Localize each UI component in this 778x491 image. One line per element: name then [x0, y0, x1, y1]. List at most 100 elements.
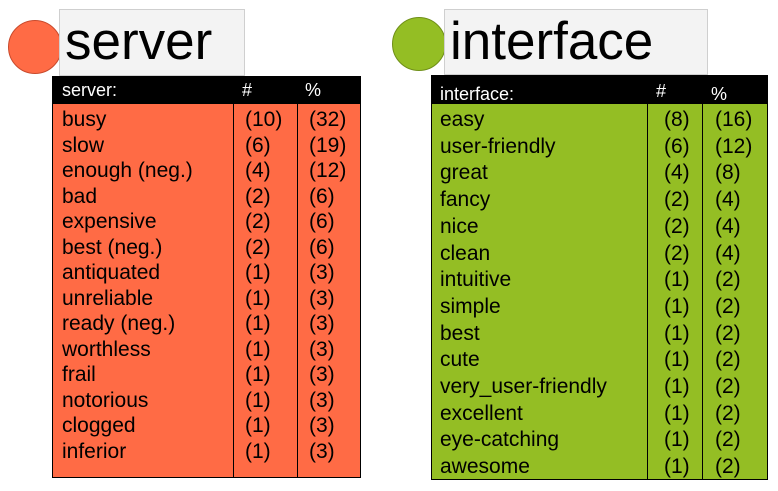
- interface-row-count: (2): [664, 241, 690, 265]
- interface-row-word: fancy: [440, 188, 491, 212]
- server-row-percent: (3): [309, 439, 335, 463]
- server-row-word: slow: [62, 133, 105, 157]
- server-row-count: (1): [245, 388, 271, 412]
- server-row-percent: (3): [309, 388, 335, 412]
- server-row-word: inferior: [62, 439, 127, 463]
- server-row-word: busy: [62, 108, 107, 131]
- interface-row-word: eye-catching: [440, 428, 560, 452]
- server-row-percent: (6): [309, 184, 335, 208]
- server-row-count: (1): [245, 363, 271, 386]
- interface-header-label: interface:: [440, 84, 515, 104]
- server-column-divider: [297, 77, 298, 477]
- server-row-word: ready (neg.): [62, 312, 176, 335]
- server-row-count: (1): [245, 337, 271, 361]
- server-row-word: frail: [62, 363, 96, 386]
- server-row-count: (2): [245, 210, 271, 233]
- interface-table: interface: # % easy (8) (16) user-friendly (…: [431, 75, 768, 480]
- interface-row-count: (1): [664, 321, 690, 345]
- server-row-count: (1): [245, 414, 271, 437]
- server-row-count: (1): [245, 312, 271, 335]
- interface-title: interface: [444, 9, 708, 75]
- server-row-word: notorious: [62, 388, 149, 412]
- server-row-count: (1): [245, 439, 271, 463]
- interface-row-count: (4): [664, 161, 690, 185]
- interface-row-word: user-friendly: [440, 134, 556, 158]
- server-row-percent: (3): [309, 363, 335, 386]
- interface-row-percent: (2): [715, 294, 741, 318]
- interface-row-word: best: [440, 321, 480, 345]
- server-row-word: worthless: [62, 337, 151, 361]
- server-color-dot: [8, 20, 62, 74]
- interface-row-word: intuitive: [440, 268, 512, 292]
- interface-row-percent: (4): [715, 241, 741, 265]
- interface-color-dot: [392, 17, 446, 71]
- interface-row-percent: (8): [715, 161, 741, 185]
- interface-row-word: very_user-friendly: [440, 375, 607, 398]
- interface-row-percent: (4): [715, 214, 741, 238]
- server-title-text: server: [65, 12, 213, 71]
- server-row-count: (2): [245, 235, 271, 259]
- server-row-percent: (19): [309, 133, 347, 157]
- server-row-word: unreliable: [62, 286, 154, 310]
- interface-row-count: (2): [664, 214, 690, 238]
- server-row-percent: (3): [309, 286, 335, 310]
- interface-row-percent: (2): [715, 401, 741, 425]
- server-row-percent: (6): [309, 235, 335, 259]
- interface-row-count: (8): [664, 108, 690, 131]
- server-column-divider: [233, 77, 234, 477]
- interface-row-percent: (2): [715, 455, 741, 479]
- interface-header-count: #: [656, 81, 667, 101]
- interface-row-percent: (2): [715, 428, 741, 452]
- server-row-percent: (32): [309, 108, 347, 131]
- interface-row-word: great: [440, 161, 488, 185]
- interface-row-word: nice: [440, 214, 479, 238]
- interface-row-count: (2): [664, 188, 690, 212]
- interface-row-count: (1): [664, 401, 690, 425]
- server-row-word: bad: [62, 184, 98, 208]
- interface-row-count: (1): [664, 348, 690, 372]
- interface-row-count: (1): [664, 294, 690, 318]
- server-row-word: antiquated: [62, 261, 161, 284]
- interface-row-percent: (2): [715, 348, 741, 372]
- interface-row-count: (1): [664, 268, 690, 292]
- server-row-count: (1): [245, 286, 271, 310]
- interface-column-divider: [702, 76, 703, 479]
- server-row-word: enough (neg.): [62, 159, 193, 182]
- server-table-header: server: # %: [53, 77, 360, 104]
- server-row-percent: (6): [309, 210, 335, 233]
- interface-row-percent: (2): [715, 321, 741, 345]
- interface-row-percent: (12): [715, 134, 753, 158]
- server-row-percent: (12): [309, 159, 347, 182]
- server-header-label: server:: [62, 80, 118, 100]
- interface-row-count: (6): [664, 134, 690, 158]
- server-header-percent: %: [305, 80, 322, 100]
- interface-row-percent: (4): [715, 188, 741, 212]
- interface-row-word: cute: [440, 348, 480, 372]
- server-row-percent: (3): [309, 414, 335, 437]
- server-row-word: best (neg.): [62, 235, 163, 259]
- interface-row-percent: (2): [715, 268, 741, 292]
- server-row-word: expensive: [62, 210, 157, 233]
- interface-row-word: easy: [440, 108, 485, 131]
- server-row-percent: (3): [309, 312, 335, 335]
- interface-row-word: clean: [440, 241, 491, 265]
- server-table: server: # % busy (10) (32) slow (6) (19) enoug…: [52, 76, 361, 478]
- interface-column-divider: [647, 76, 648, 479]
- interface-row-percent: (16): [715, 108, 753, 131]
- server-header-count: #: [242, 80, 253, 100]
- interface-header-percent: %: [711, 84, 728, 104]
- interface-row-percent: (2): [715, 375, 741, 398]
- interface-row-word: awesome: [440, 455, 530, 479]
- interface-row-count: (1): [664, 428, 690, 452]
- interface-row-count: (1): [664, 375, 690, 398]
- server-row-count: (2): [245, 184, 271, 208]
- server-row-count: (1): [245, 261, 271, 284]
- server-row-count: (10): [245, 108, 283, 131]
- interface-title-text: interface: [450, 12, 654, 71]
- server-row-count: (6): [245, 133, 271, 157]
- server-title: server: [59, 9, 245, 76]
- interface-row-word: excellent: [440, 401, 523, 425]
- server-row-percent: (3): [309, 337, 335, 361]
- server-row-percent: (3): [309, 261, 335, 284]
- server-row-count: (4): [245, 159, 271, 182]
